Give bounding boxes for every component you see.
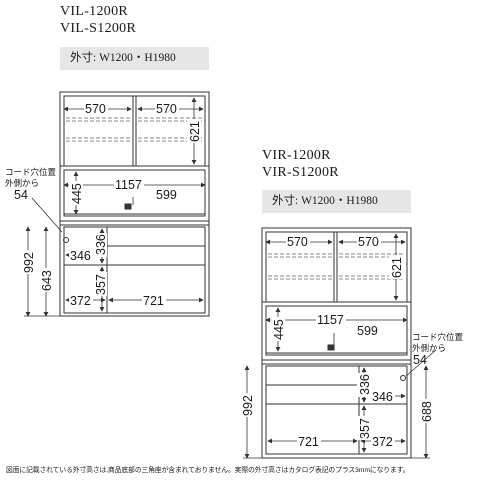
right-dim-top-w-a: 570 xyxy=(287,235,308,249)
left-dim-mid-h: 445 xyxy=(70,183,84,204)
left-size-label: 外寸: W1200・H1980 xyxy=(60,47,209,70)
left-dim-top-w-a: 570 xyxy=(85,102,106,116)
left-cabinet-drawing xyxy=(59,91,210,317)
left-cord-label-1: コード穴位置 xyxy=(5,167,57,177)
left-model-name-1: VIL-1200R xyxy=(60,4,129,19)
right-dim-lower-w: 372 xyxy=(372,435,393,449)
left-dim-total-h: 992 xyxy=(22,252,36,273)
right-dim-mid-h: 445 xyxy=(272,319,286,340)
left-dim-lower-door-w: 721 xyxy=(143,294,164,308)
right-cabinet-drawing xyxy=(261,227,412,459)
left-dim-lower-h: 357 xyxy=(94,274,108,295)
right-size-label: 外寸: W1200・H1980 xyxy=(262,190,411,213)
left-dim-top-h: 621 xyxy=(188,121,202,142)
right-dim-mid-w: 599 xyxy=(357,324,378,338)
left-dim-lower-w: 372 xyxy=(70,294,91,308)
right-dim-drawer-h: 336 xyxy=(358,374,372,395)
right-dim-lower-h: 357 xyxy=(358,418,372,439)
left-dim-drawer-h: 336 xyxy=(94,234,108,255)
left-dim-mid-w: 599 xyxy=(156,188,177,202)
right-dim-total-h: 992 xyxy=(241,395,255,416)
right-model-name-2: VIR-S1200R xyxy=(262,165,339,180)
left-dim-base-h: 643 xyxy=(40,270,54,291)
left-dim-drawer-w: 346 xyxy=(70,249,91,263)
right-cord-label-1: コード穴位置 xyxy=(412,332,464,342)
right-dim-drawer-w: 346 xyxy=(372,390,393,404)
right-cord-offset: 54 xyxy=(413,353,427,367)
right-cord-label-2: 外側から xyxy=(412,343,446,353)
left-cord-offset: 54 xyxy=(14,188,28,202)
right-dim-lower-door-w: 721 xyxy=(298,435,319,449)
left-model-name-2: VIL-S1200R xyxy=(60,21,137,36)
right-dim-top-h: 621 xyxy=(390,257,404,278)
footnote: 図面に記載されている外寸高さは,商品底部の三角座が含まれておりません。実際の外寸… xyxy=(6,467,410,474)
right-dim-inner-w: 1157 xyxy=(317,313,344,327)
right-dimension-labels: 570 570 621 1157 599 445 コード穴位置 外側から 54 … xyxy=(240,235,464,449)
left-dim-top-w-b: 570 xyxy=(156,102,177,116)
left-dim-inner-w: 1157 xyxy=(115,178,142,192)
left-dimension-labels: 570 570 621 1157 599 445 コード穴位置 外側から 54 … xyxy=(5,101,202,308)
right-dim-top-w-b: 570 xyxy=(358,235,379,249)
left-cord-label-2: 外側から xyxy=(5,178,39,188)
right-dim-base-h: 688 xyxy=(420,401,434,422)
right-model-name-1: VIR-1200R xyxy=(262,148,331,163)
